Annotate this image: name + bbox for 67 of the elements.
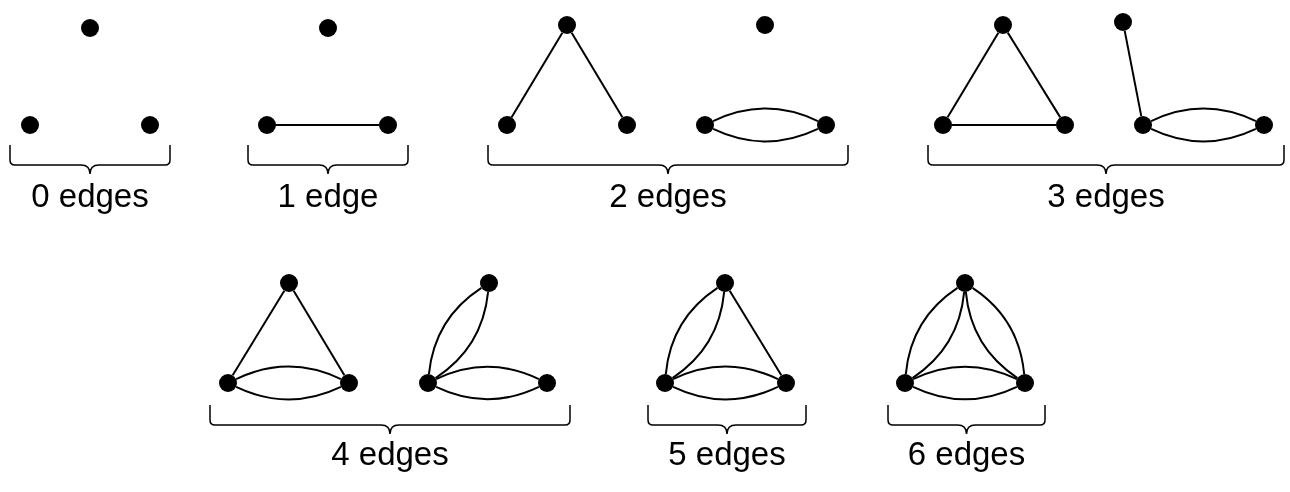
graph-edge <box>912 365 1018 381</box>
graph-edge <box>1150 107 1257 123</box>
vertex-dot <box>756 16 774 34</box>
vertex-dot <box>1114 13 1132 31</box>
graph-edge <box>1006 31 1062 119</box>
graph-edge <box>292 289 346 377</box>
graph-edge <box>434 290 490 380</box>
graph-edge <box>235 365 342 381</box>
graph-edge <box>951 124 1057 126</box>
graph-edge <box>570 31 624 119</box>
vertex-dot <box>934 116 952 134</box>
vertex-dot <box>956 274 974 292</box>
graph-edge <box>671 290 726 380</box>
vertex-dot <box>379 116 397 134</box>
vertex-dot <box>538 374 556 392</box>
edge-count-label: 3 edges <box>1047 178 1165 214</box>
graph-edge <box>728 289 783 377</box>
graph-edge <box>510 31 564 119</box>
vertex-dot <box>141 116 159 134</box>
vertex-dot <box>716 274 734 292</box>
graph-edge <box>435 385 540 401</box>
vertex-dot <box>558 16 576 34</box>
graph-edge <box>1150 127 1257 143</box>
vertex-dot <box>696 116 714 134</box>
graph-edge <box>912 385 1018 401</box>
vertex-dot <box>896 374 914 392</box>
graph-edge <box>946 31 1000 119</box>
graph-edge <box>235 385 342 401</box>
graph-edge <box>971 286 1026 376</box>
vertex-dot <box>1056 116 1074 134</box>
edge-count-label: 0 edges <box>31 178 149 214</box>
graph-edge <box>904 286 959 376</box>
vertex-dot <box>777 374 795 392</box>
graph-edge <box>427 286 483 376</box>
edge-count-label: 4 edges <box>331 436 449 472</box>
vertex-dot <box>994 16 1012 34</box>
vertex-dot <box>21 116 39 134</box>
vertex-dot <box>258 116 276 134</box>
graph-edge <box>712 127 819 143</box>
edge-count-label: 5 edges <box>668 436 786 472</box>
edge-count-label: 2 edges <box>609 178 727 214</box>
vertex-dot <box>656 374 674 392</box>
vertex-dot <box>817 116 835 134</box>
graph-edge <box>664 286 719 376</box>
graph-edge <box>231 289 286 377</box>
graph-edge <box>964 290 1019 380</box>
vertex-dot <box>1255 116 1273 134</box>
graph-edge <box>275 124 380 126</box>
vertex-dot <box>280 274 298 292</box>
graph-edge <box>1123 29 1143 118</box>
vertex-dot <box>498 116 516 134</box>
vertex-dot <box>319 19 337 37</box>
vertex-dot <box>1016 374 1034 392</box>
graph-edge <box>911 290 966 380</box>
graph-edge <box>672 365 779 381</box>
edge-count-label: 1 edge <box>277 178 379 214</box>
vertex-dot <box>219 374 237 392</box>
vertex-dot <box>1134 116 1152 134</box>
graph-edge <box>435 365 540 381</box>
vertex-dot <box>419 374 437 392</box>
vertex-dot <box>480 274 498 292</box>
edge-count-label: 6 edges <box>907 436 1026 472</box>
vertex-dot <box>81 19 99 37</box>
graph-edge <box>712 107 819 123</box>
graph-edge <box>672 385 779 401</box>
vertex-dot <box>618 116 636 134</box>
vertex-dot <box>340 374 358 392</box>
